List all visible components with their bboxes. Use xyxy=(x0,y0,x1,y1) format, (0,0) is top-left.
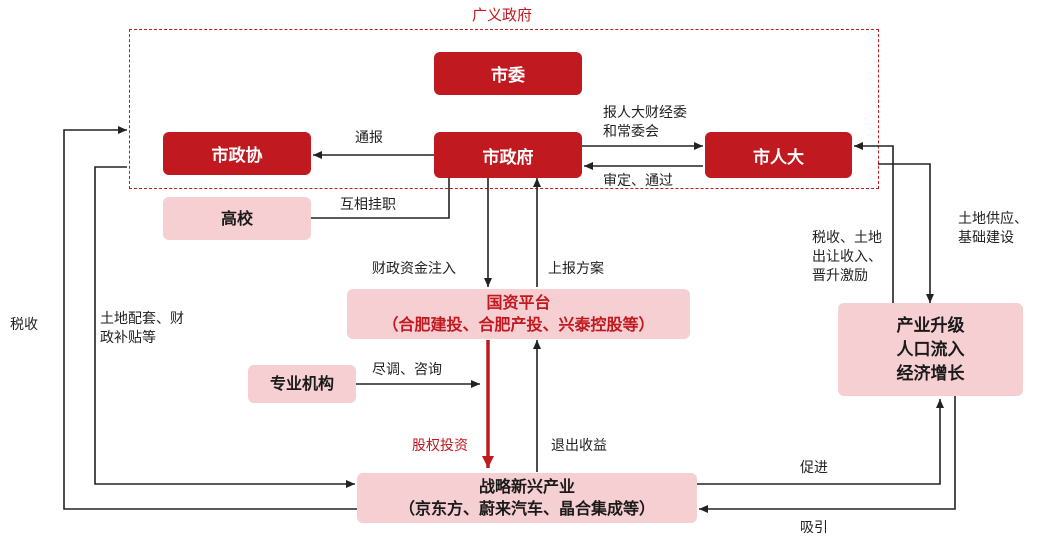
npc-box: 市人大 xyxy=(705,132,852,178)
label-approve: 审定、通过 xyxy=(603,173,673,189)
label-attract: 吸引 xyxy=(800,520,828,536)
label-tax-land-3: 晋升激励 xyxy=(812,268,868,284)
industry-upgrade-line3: 经济增长 xyxy=(896,363,965,384)
municipal-government-label: 市政府 xyxy=(482,147,534,168)
professional-institution-label: 专业机构 xyxy=(269,374,334,393)
label-notify: 通报 xyxy=(355,130,383,146)
state-asset-platform-box: 国资平台 （合肥建投、合肥产投、兴泰控股等） xyxy=(347,289,690,339)
cppcc-label: 市政协 xyxy=(211,146,263,166)
label-due-diligence: 尽调、咨询 xyxy=(372,362,442,378)
industry-upgrade-line1: 产业升级 xyxy=(896,315,965,336)
label-land-supply-2: 基础建设 xyxy=(958,230,1014,246)
municipal-government-box: 市政府 xyxy=(434,132,582,178)
municipal-party-committee-label: 市委 xyxy=(491,66,525,86)
label-promote: 促进 xyxy=(800,460,828,476)
arrow-land-subsidy xyxy=(94,166,355,488)
label-report-npc-1: 报人大财经委 xyxy=(603,105,687,121)
label-submit-plan: 上报方案 xyxy=(548,261,604,277)
university-label: 高校 xyxy=(220,208,253,228)
university-box: 高校 xyxy=(163,197,311,240)
industry-upgrade-line2: 人口流入 xyxy=(896,339,965,360)
arrow-attract xyxy=(699,396,956,513)
state-asset-platform-title: 国资平台 xyxy=(486,293,551,312)
npc-label: 市人大 xyxy=(753,147,804,168)
label-land-subsidy-2: 政补贴等 xyxy=(100,330,156,346)
arrow-land-supply xyxy=(878,163,934,303)
industry-upgrade-box: 产业升级 人口流入 经济增长 xyxy=(838,303,1023,396)
label-equity-investment: 股权投资 xyxy=(412,438,468,454)
diagram-title: 广义政府 xyxy=(472,6,533,24)
state-asset-platform-examples: （合肥建投、合肥产投、兴泰控股等） xyxy=(382,315,655,334)
broad-government-boundary xyxy=(129,29,879,189)
label-tax-land-1: 税收、土地 xyxy=(812,230,882,246)
professional-institution-box: 专业机构 xyxy=(248,365,356,403)
label-tax-land-2: 出让收入、 xyxy=(812,249,882,265)
label-fiscal-injection: 财政资金注入 xyxy=(372,261,456,277)
cppcc-box: 市政协 xyxy=(163,132,311,175)
label-tax: 税收 xyxy=(10,317,38,333)
label-secondment: 互相挂职 xyxy=(340,197,396,213)
label-report-npc-2: 和常委会 xyxy=(603,124,659,140)
arrow-tax xyxy=(63,126,357,510)
label-exit-return: 退出收益 xyxy=(551,438,607,454)
label-land-subsidy-1: 土地配套、财 xyxy=(100,311,184,327)
line-secondment xyxy=(311,178,450,219)
label-land-supply-1: 土地供应、 xyxy=(958,211,1028,227)
municipal-party-committee-box: 市委 xyxy=(434,52,582,95)
strategic-industry-box: 战略新兴产业 （京东方、蔚来汽车、晶合集成等） xyxy=(357,473,697,523)
strategic-industry-examples: （京东方、蔚来汽车、晶合集成等） xyxy=(398,499,655,518)
arrow-promote xyxy=(697,399,944,485)
arrow-tax-land-revenue xyxy=(854,142,894,303)
strategic-industry-title: 战略新兴产业 xyxy=(478,477,575,496)
